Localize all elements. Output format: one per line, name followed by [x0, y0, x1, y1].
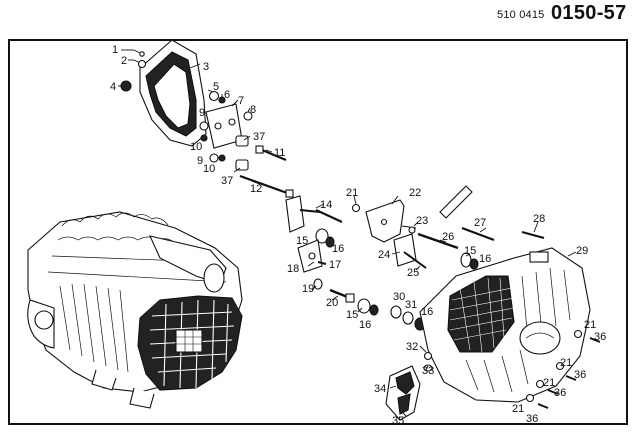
callout-34: 34 — [374, 383, 386, 395]
callout-18: 18 — [287, 263, 299, 275]
document-reference-number: 510 0415 — [497, 9, 545, 21]
callout-9-upper: 9 — [199, 107, 205, 119]
callout-25: 25 — [407, 267, 419, 279]
callout-10-upper: 10 — [190, 141, 202, 153]
callout-21-right-c: 21 — [543, 377, 555, 389]
callout-16-middle: 16 — [332, 243, 344, 255]
callout-24: 24 — [378, 249, 390, 261]
middle-bracket-parts — [285, 185, 545, 331]
callout-6: 6 — [224, 89, 230, 101]
callout-37-lower: 37 — [221, 175, 233, 187]
callout-2: 2 — [121, 55, 127, 67]
callout-23: 23 — [416, 215, 428, 227]
callout-36-right-a: 36 — [594, 331, 606, 343]
callout-15-lower: 15 — [346, 309, 358, 321]
callout-numbers: 1 2 3 4 5 6 7 8 9 9 10 10 11 12 37 37 14… — [110, 44, 606, 427]
callout-21-right-d: 21 — [512, 403, 524, 415]
upper-cover-parts — [120, 39, 294, 198]
callout-26: 26 — [442, 231, 454, 243]
callout-36-right-c: 36 — [554, 387, 566, 399]
callout-15-right: 15 — [464, 245, 476, 257]
callout-21-right-b: 21 — [560, 357, 572, 369]
callout-36-right-b: 36 — [574, 369, 586, 381]
baffle-34-35 — [385, 365, 421, 421]
callout-15-middle: 15 — [296, 235, 308, 247]
callout-12: 12 — [250, 183, 262, 195]
callout-37-upper: 37 — [253, 131, 265, 143]
callout-19: 19 — [302, 283, 314, 295]
callout-1: 1 — [112, 44, 118, 56]
callout-10-lower: 10 — [203, 163, 215, 175]
callout-32: 32 — [406, 341, 418, 353]
callout-27: 27 — [474, 217, 486, 229]
callout-33: 33 — [422, 365, 434, 377]
air-guard-29 — [419, 247, 591, 403]
callout-31: 31 — [405, 299, 417, 311]
callout-leader-lines — [118, 49, 577, 417]
callout-9-lower: 9 — [197, 155, 203, 167]
callout-20: 20 — [326, 297, 338, 309]
callout-30: 30 — [393, 291, 405, 303]
diagram-frame — [8, 39, 628, 425]
callout-16-right: 16 — [479, 253, 491, 265]
page-reference-number: 0150-57 — [551, 2, 627, 24]
callout-36-right-d: 36 — [526, 413, 538, 425]
callout-21-top: 21 — [346, 187, 358, 199]
callout-14: 14 — [320, 199, 332, 211]
callout-21-right-a: 21 — [584, 319, 596, 331]
callout-16-guard: 16 — [421, 306, 433, 318]
callout-28: 28 — [533, 213, 545, 225]
callout-35: 35 — [392, 415, 404, 427]
callout-29: 29 — [576, 245, 588, 257]
callout-16-lower: 16 — [359, 319, 371, 331]
callout-4: 4 — [110, 81, 116, 93]
callout-22: 22 — [409, 187, 421, 199]
callout-5: 5 — [213, 81, 219, 93]
callout-11: 11 — [274, 147, 285, 159]
callout-17: 17 — [329, 259, 341, 271]
callout-3: 3 — [203, 61, 209, 73]
engine-illustration — [27, 211, 243, 409]
callout-7: 7 — [238, 95, 244, 107]
callout-8: 8 — [250, 104, 256, 116]
